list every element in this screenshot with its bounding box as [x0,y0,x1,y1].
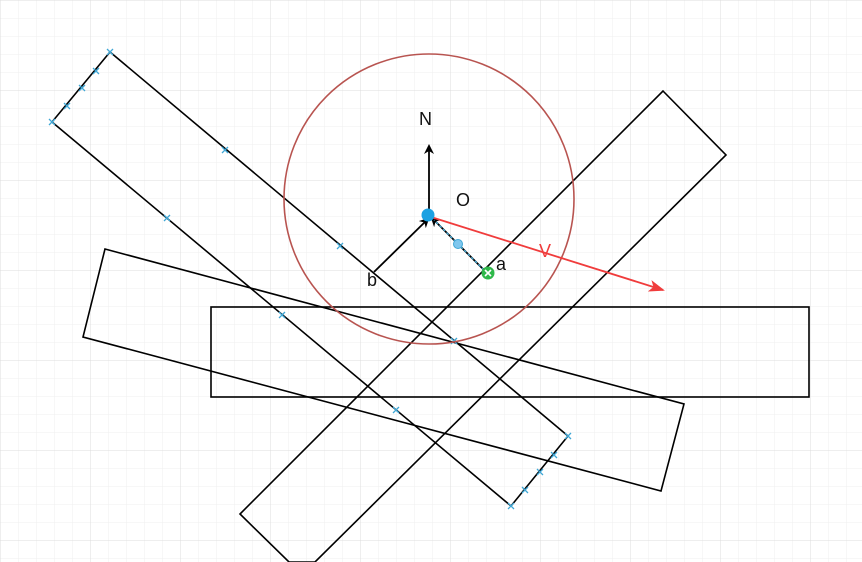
handle-mark [450,337,458,345]
label-a: a [496,254,507,274]
handle-mark [48,118,56,126]
handle-mark [278,311,286,319]
handle-mark [392,406,400,414]
center-point-o[interactable] [421,208,435,222]
contact-circle[interactable] [283,53,575,345]
label-n: N [419,109,432,129]
handle-mark [221,146,229,154]
handle-mark [92,67,100,75]
vector-b[interactable] [373,217,430,273]
label-v: V [539,241,551,261]
handle-mark [63,102,71,110]
label-o: O [456,190,470,210]
tilted-rectangle[interactable] [82,248,685,492]
rising-diagonal-rectangle[interactable] [238,89,728,562]
handle-mark [78,84,86,92]
contact-point[interactable] [481,266,495,280]
handle-mark [507,502,515,510]
handle-mark [521,486,529,494]
velocity-vector-v[interactable] [430,216,665,292]
vector-a-midpoint-handle[interactable] [453,239,463,249]
handle-mark [106,48,114,56]
handle-mark [536,468,544,476]
handle-mark [163,214,171,222]
handle-mark [550,451,558,459]
handle-mark [336,242,344,250]
handle-mark [564,432,572,440]
selection-handles [48,48,572,510]
label-b: b [367,270,377,290]
horizontal-rectangle[interactable] [210,306,810,398]
